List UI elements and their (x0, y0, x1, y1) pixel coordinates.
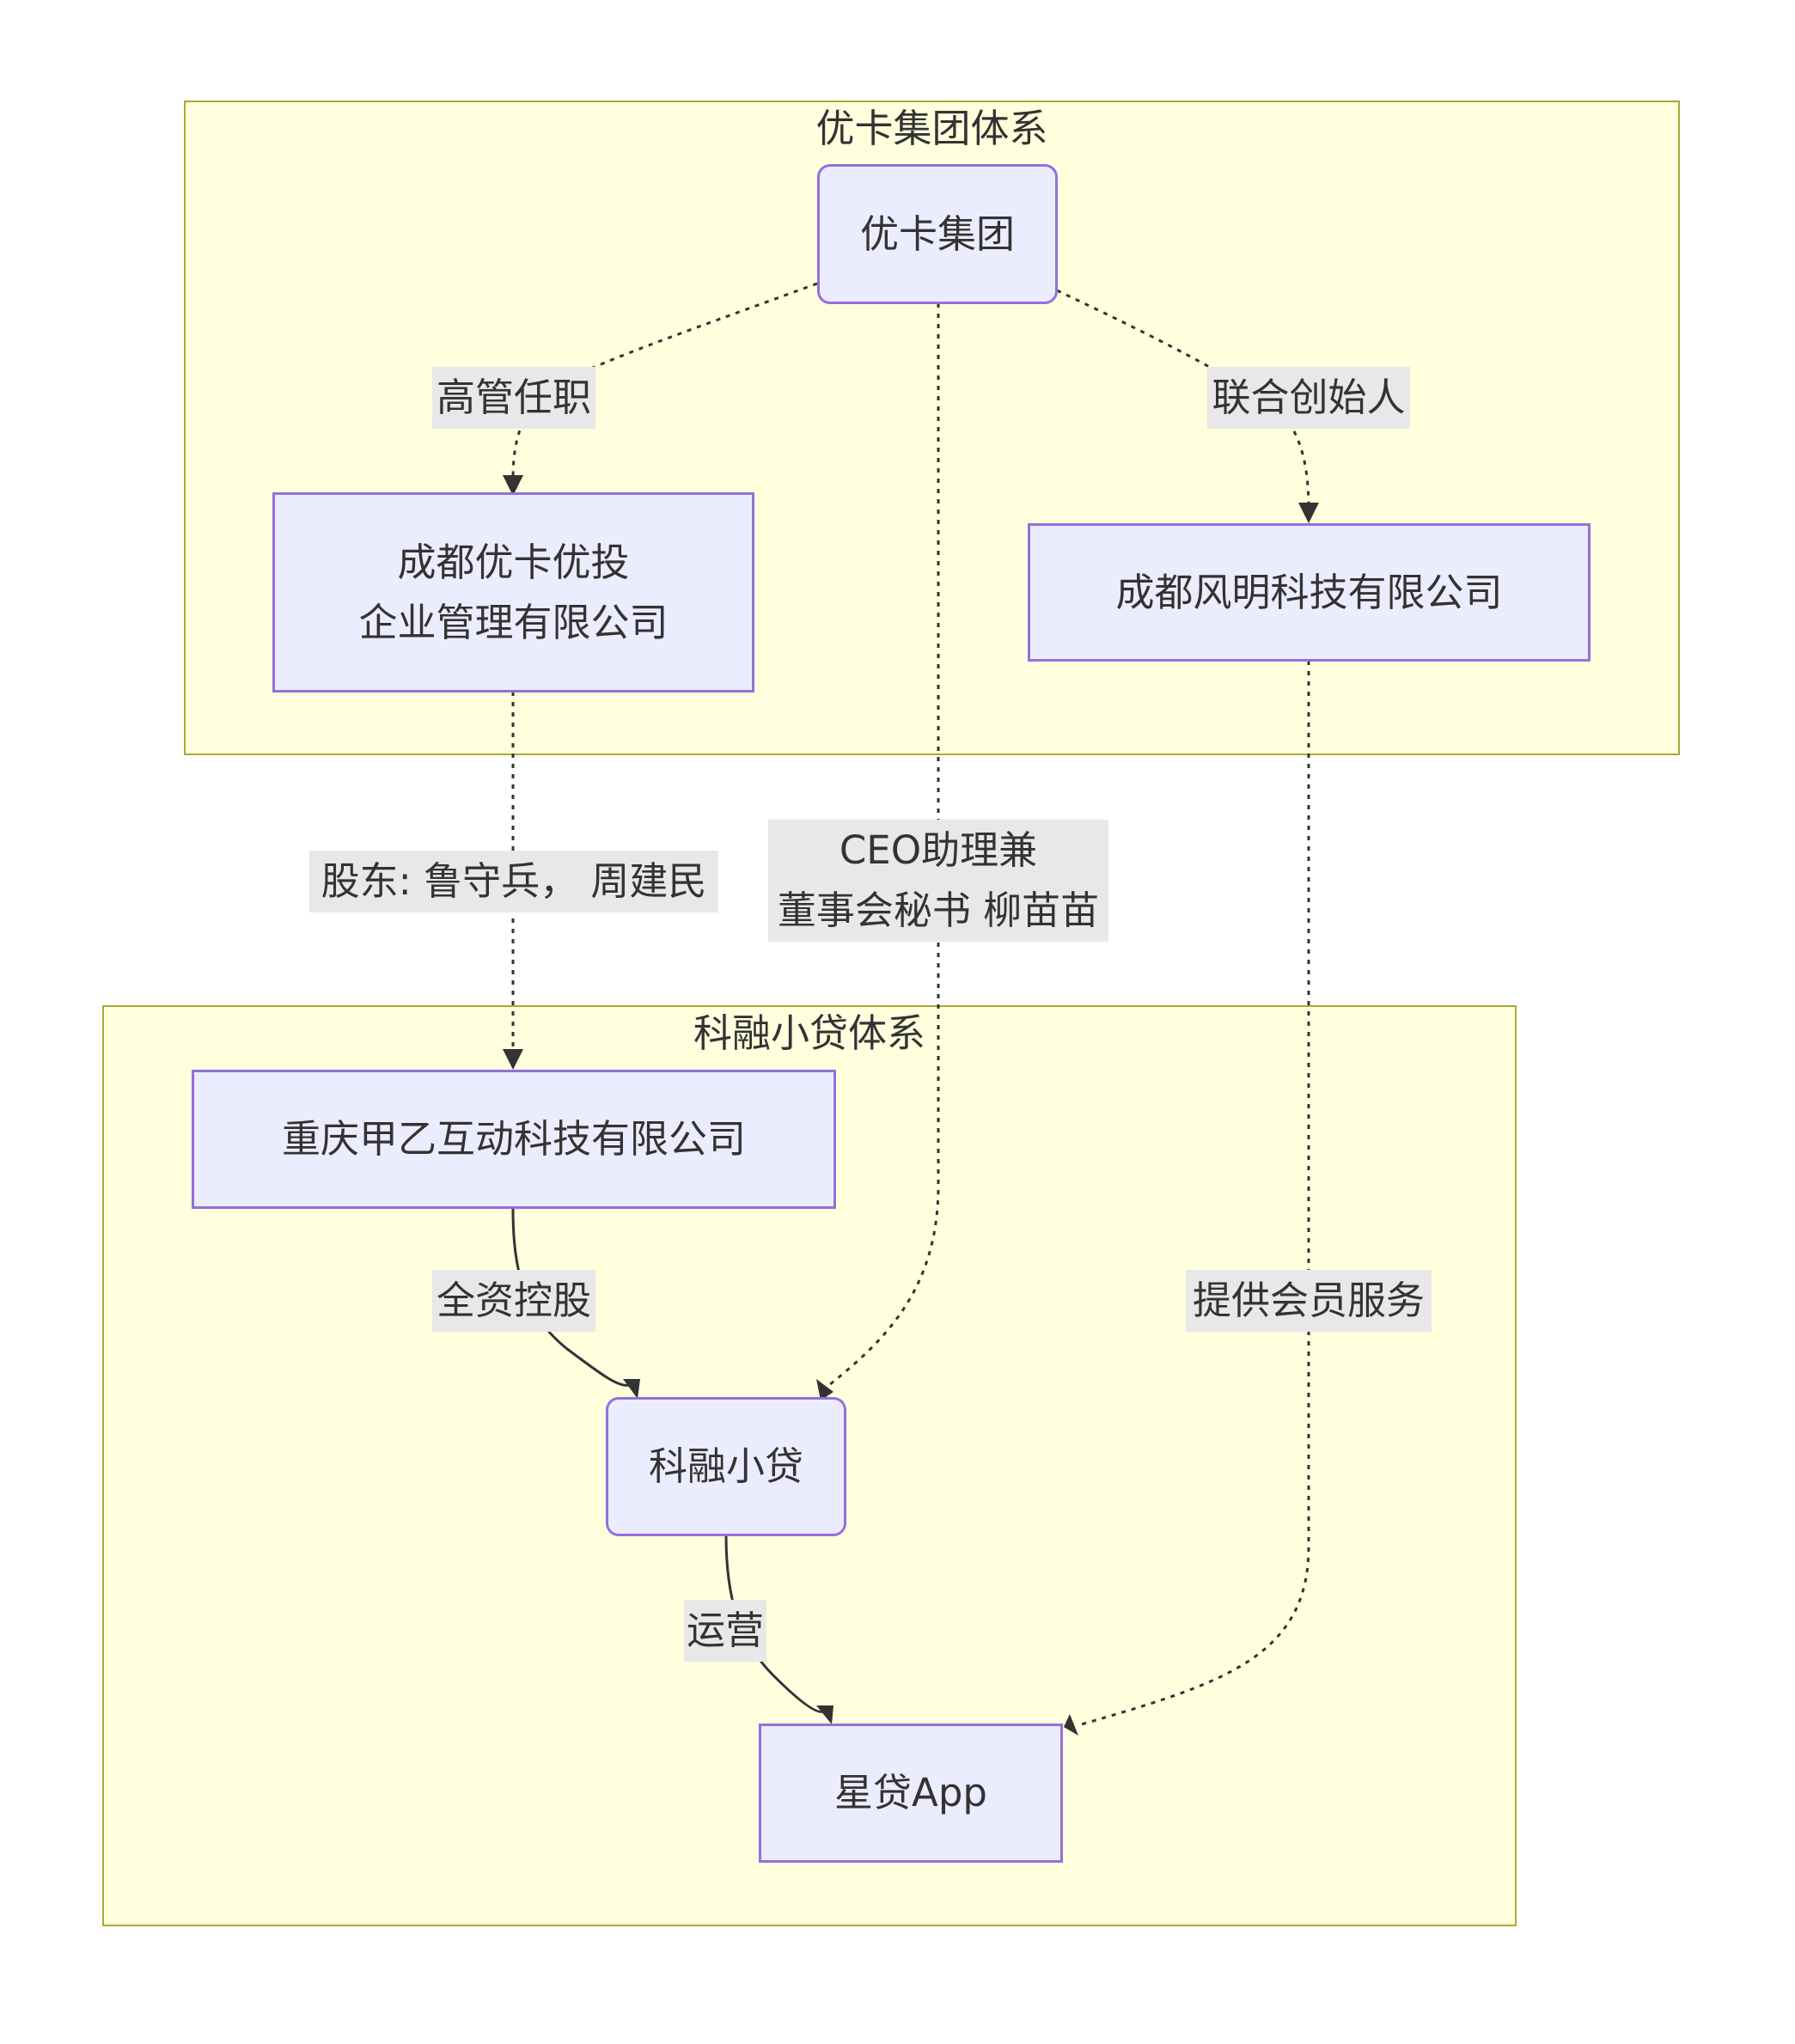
edge-label-shareholders: 股东: 鲁守兵， 周建民 (309, 851, 718, 912)
edge-label-ceo-assistant: CEO助理兼 董事会秘书 柳苗苗 (768, 820, 1108, 942)
node-xingdai-app[interactable]: 星贷App (759, 1724, 1063, 1863)
edge-fengming-to-xingdai (1078, 661, 1310, 1727)
node-chengdu-youka-youtou[interactable]: 成都优卡优投 企业管理有限公司 (272, 492, 754, 693)
edge-youka-to-fengming (1056, 289, 1310, 512)
node-label: 重庆甲乙互动科技有限公司 (281, 1116, 746, 1162)
edge-label-line-2: 董事会秘书 柳苗苗 (777, 888, 1100, 933)
node-label: 成都风明科技有限公司 (1115, 569, 1503, 615)
node-youka-group[interactable]: 优卡集团 (817, 164, 1058, 304)
edge-label-member-service: 提供会员服务 (1186, 1270, 1432, 1332)
node-label-line-2: 企业管理有限公司 (358, 599, 669, 645)
edge-youka-to-kerong (828, 303, 940, 1387)
node-chengdu-fengming[interactable]: 成都风明科技有限公司 (1028, 523, 1590, 662)
node-label-line-1: 成都优卡优投 (397, 539, 630, 585)
arrowhead (816, 1379, 833, 1400)
arrowhead (816, 1705, 833, 1724)
arrowhead (623, 1379, 640, 1399)
edge-label-cofounder: 联合创始人 (1207, 367, 1410, 429)
arrowhead (1064, 1714, 1078, 1736)
edge-label-line-1: CEO助理兼 (839, 827, 1038, 873)
edge-label-operate: 运营 (684, 1600, 766, 1662)
edge-jiayi-to-kerong (511, 1207, 630, 1387)
node-label: 优卡集团 (859, 211, 1015, 257)
node-chongqing-jiayi[interactable]: 重庆甲乙互动科技有限公司 (192, 1070, 836, 1209)
arrowhead (503, 475, 523, 496)
edge-label-executive-role: 高管任职 (432, 367, 595, 429)
arrowhead (503, 1049, 523, 1070)
cluster-title: 优卡集团体系 (815, 106, 1048, 151)
node-kerong-loan[interactable]: 科融小贷 (606, 1397, 846, 1536)
edge-label-wholly-owned: 全资控股 (432, 1270, 595, 1332)
node-label: 科融小贷 (648, 1443, 803, 1489)
cluster-title: 科融小贷体系 (693, 1010, 925, 1056)
arrowhead (1298, 503, 1319, 523)
edge-kerong-to-xingdai (724, 1535, 824, 1713)
node-label: 星贷App (834, 1770, 987, 1815)
